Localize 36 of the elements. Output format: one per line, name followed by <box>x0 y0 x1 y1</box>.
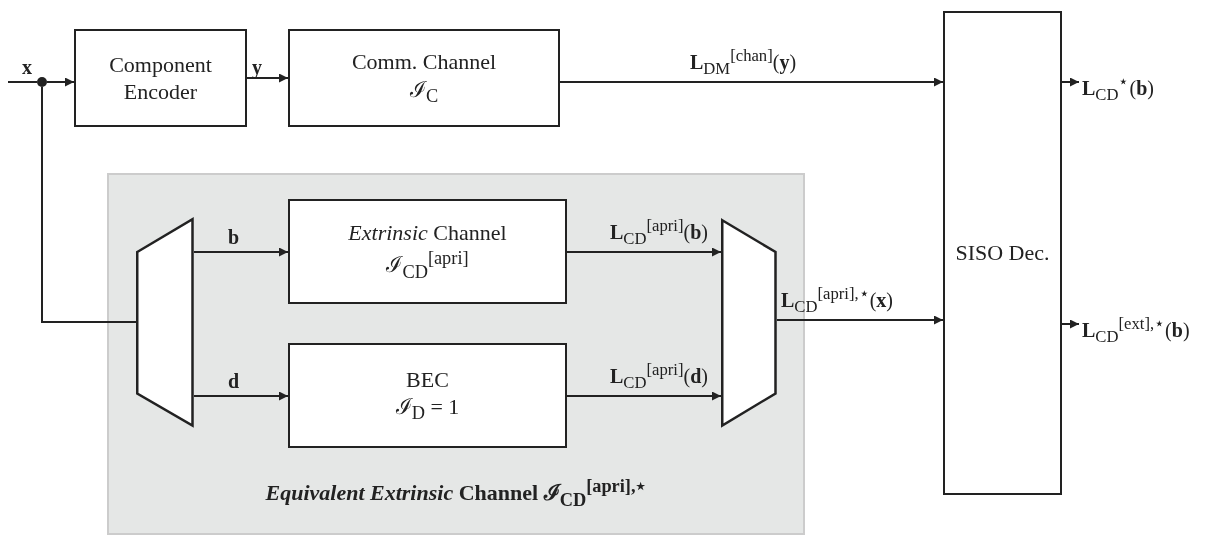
process-box <box>288 199 567 304</box>
box-text: ℐ$_{D}$ = 1 <box>395 393 460 426</box>
process-box <box>943 11 1062 495</box>
arrow <box>1061 77 1080 87</box>
box-text: Extrinsic Channel <box>348 219 507 247</box>
edge-label: L$_{DM}$$^{[chan]}$(y) <box>690 46 797 79</box>
output-label: L$_{CD}$$^{⋆}$(b) <box>1082 62 1218 102</box>
multiplexer-shape <box>721 219 777 427</box>
box-text: Comm. Channel <box>351 48 497 76</box>
arrow <box>776 315 944 325</box>
process-box <box>74 29 247 127</box>
junction-dot <box>37 77 47 87</box>
edge-label: L$_{CD}$$^{[apri]}$(d) <box>610 360 708 393</box>
output-label: L$_{CD}$$^{[ext],⋆}$(b) <box>1082 302 1220 346</box>
box-text: Component Encoder <box>108 50 213 106</box>
arrow <box>559 77 944 87</box>
connector-line <box>41 86 138 323</box>
edge-label: d <box>228 369 240 393</box>
process-box <box>288 343 567 448</box>
arrow <box>1061 319 1080 329</box>
arrow <box>566 247 722 257</box>
edge-label: x <box>22 55 32 79</box>
arrow <box>566 391 722 401</box>
arrow <box>46 77 75 87</box>
connector-line <box>7 81 38 83</box>
edge-label: L$_{CD}$$^{[apri]}$(b) <box>610 216 708 249</box>
demultiplexer-shape <box>136 218 194 427</box>
box-text: ℐ$_{C}$ <box>409 75 439 108</box>
arrow <box>193 391 289 401</box>
arrow <box>246 73 289 83</box>
arrow <box>193 247 289 257</box>
edge-label: L$_{CD}$$^{[apri],⋆}$(x) <box>781 284 893 317</box>
box-text: BEC <box>406 365 449 394</box>
edge-label: b <box>228 225 240 249</box>
box-text: SISO Dec. <box>955 239 1050 267</box>
process-box <box>288 29 560 127</box>
